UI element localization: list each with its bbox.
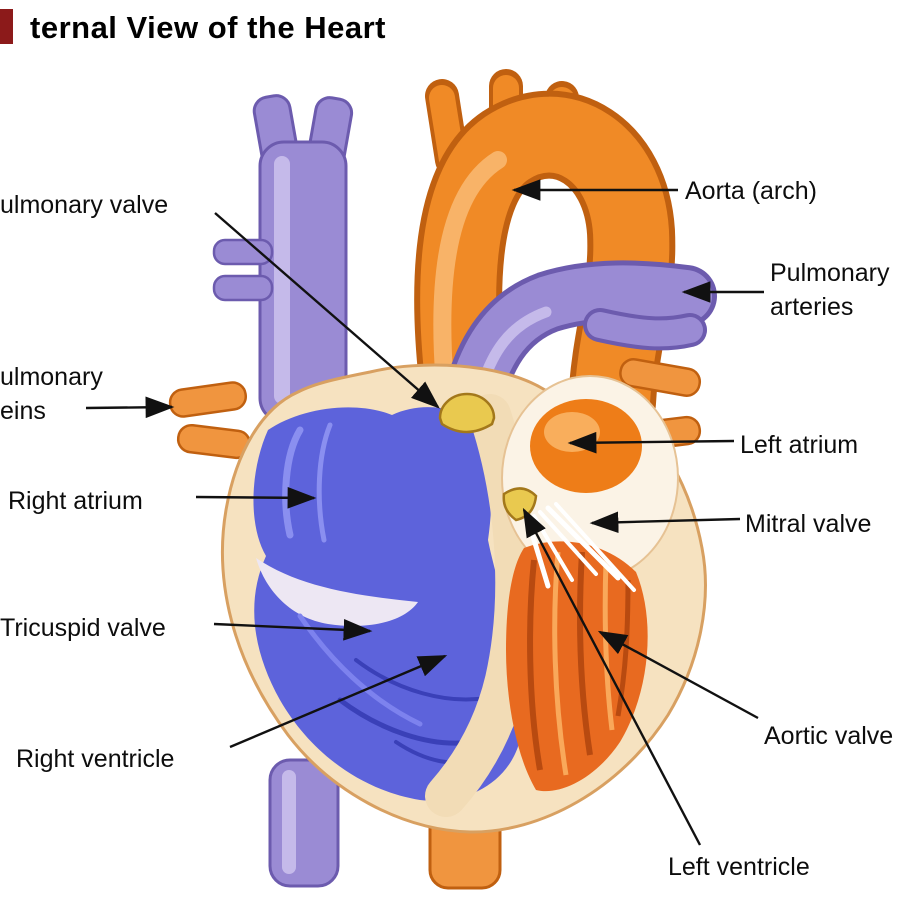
right-atrium-label: Right atrium (8, 487, 143, 515)
inferior-vena-cava-illustration (268, 758, 340, 888)
arrow-right-ventricle (229, 654, 448, 749)
pulmonary-artery-illustration (439, 260, 717, 443)
mitral-valve-label: Mitral valve (745, 510, 872, 538)
arrow-left-ventricle (522, 507, 702, 846)
arrow-left-atrium (567, 431, 735, 454)
arrow-aortic-valve (597, 630, 759, 720)
right-chambers-illustration (253, 407, 524, 801)
pulmonary-valve-label: ulmonary valve (0, 191, 169, 219)
left-heart-illustration (501, 375, 679, 792)
left-ventricle-label: Left ventricle (668, 853, 810, 881)
pulmonary-valve-illustration (438, 392, 496, 434)
aortic-valve-label: Aortic valve (764, 722, 894, 750)
arrow-tricuspid-valve (213, 619, 373, 641)
tricuspid-valve-label: Tricuspid valve (0, 614, 166, 642)
pointer-arrows (85, 179, 764, 846)
arrow-mitral-valve (589, 511, 741, 534)
cropped-letter-mark (0, 9, 13, 44)
arrow-pulmonary-veins (85, 396, 175, 419)
left-atrium-label: Left atrium (740, 431, 859, 459)
superior-vena-cava-illustration (212, 94, 354, 424)
pulmonary-arteries-label: Pulmonary arteries (770, 259, 890, 321)
arrow-right-atrium (195, 486, 317, 509)
arrow-pulmonary-valve (214, 212, 440, 409)
page-title: ternal View of the Heart (30, 10, 386, 45)
right-ventricle-label: Right ventricle (16, 745, 175, 773)
aorta-arch-label: Aorta (arch) (685, 177, 817, 205)
pulmonary-veins-label: ulmonary eins (0, 363, 103, 425)
